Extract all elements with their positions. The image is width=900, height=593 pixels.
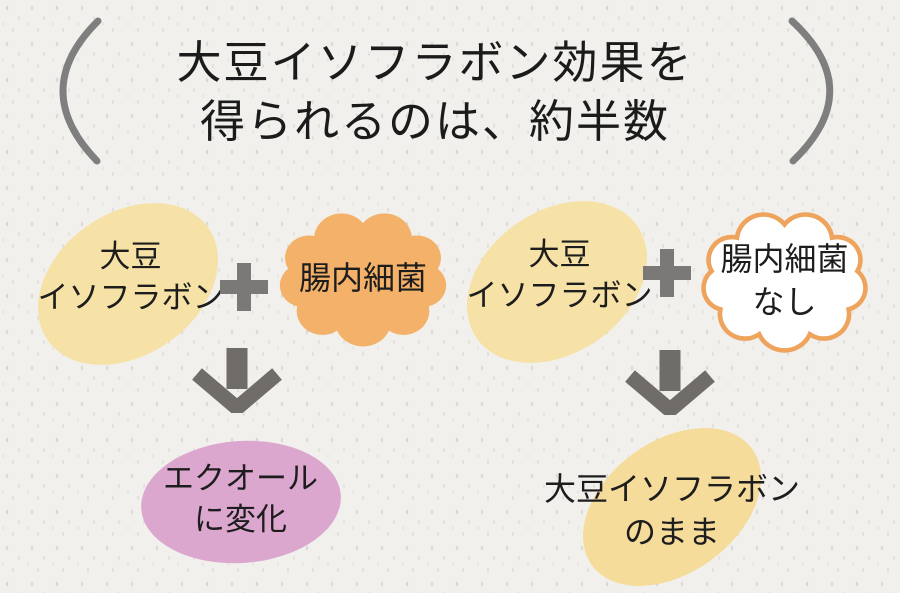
down-arrow-right-icon (625, 350, 715, 415)
gut-bacteria-cloud: 腸内細菌 (268, 207, 458, 350)
no-gut-bacteria-label: 腸内細菌 なし (720, 241, 849, 320)
right-soy-isoflavone-label: 大豆 イソフラボン (466, 237, 653, 313)
page-title: 大豆イソフラボン効果を 得られるのは、約半数 (0, 33, 870, 151)
page-title-line-1: 大豆イソフラボン効果を (176, 37, 694, 88)
no-gut-bacteria-cloud: 腸内細菌 なし (692, 208, 877, 354)
gut-bacteria-label: 腸内細菌 (298, 260, 427, 296)
cloud-outline-shape (701, 212, 868, 353)
plus-icon (643, 249, 691, 297)
page-title-line-2: 得られるのは、約半数 (199, 96, 670, 147)
left-parenthesis-icon (59, 17, 102, 165)
left-soy-isoflavone-label: 大豆 イソフラボン (37, 239, 224, 315)
right-parenthesis-icon (788, 17, 834, 165)
cloud-shape (279, 213, 447, 347)
plus-icon (220, 263, 268, 311)
unchanged-soy-label: 大豆イソフラボン のまま (543, 471, 800, 550)
down-arrow-left-icon (192, 348, 282, 413)
equol-result-label: エクオール に変化 (163, 461, 318, 537)
